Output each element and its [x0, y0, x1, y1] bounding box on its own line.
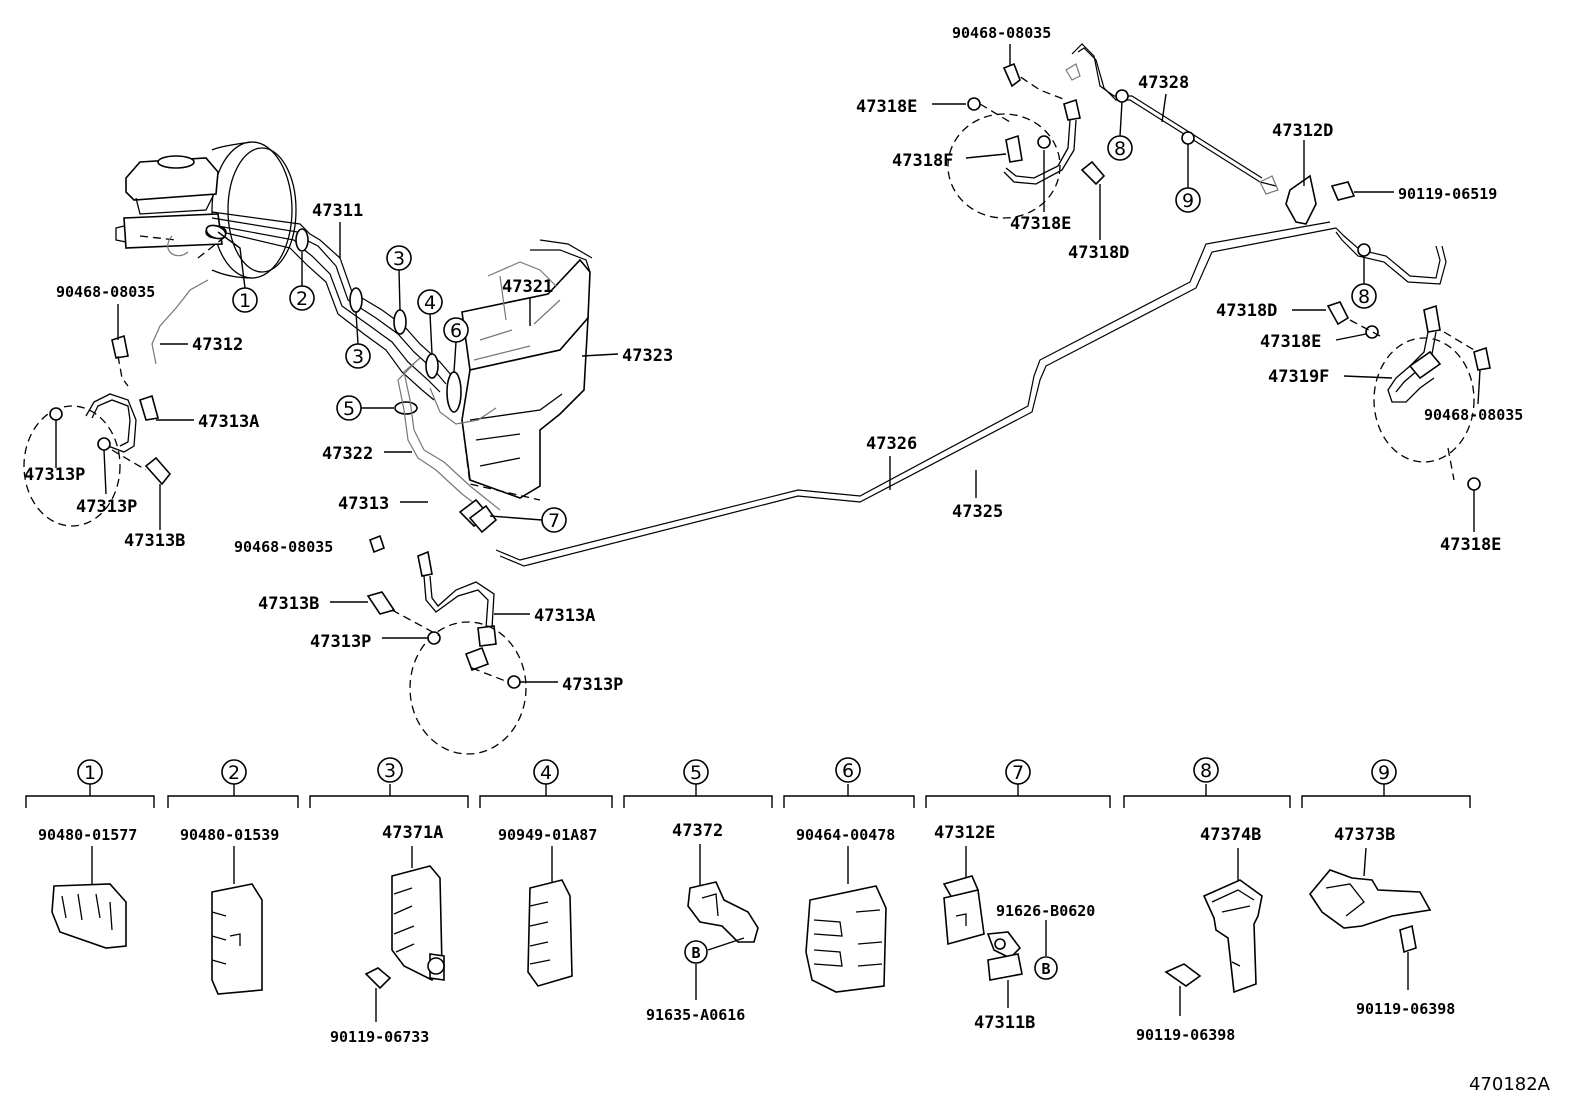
part-labels: 47311 90468-08035 47312 47313A 47313P 47… — [24, 24, 1523, 695]
junction-block-7 — [458, 498, 498, 534]
label-47318F: 47318F — [892, 151, 953, 171]
label-47318D-b: 47318D — [1216, 301, 1277, 321]
legend-7-part-a: 47312E — [934, 823, 995, 843]
callout-3b: 3 — [352, 346, 364, 368]
callout-3a: 3 — [393, 248, 405, 270]
label-47313A-mid: 47313A — [534, 606, 595, 626]
legend-9-part-a: 47373B — [1334, 825, 1395, 845]
label-47325: 47325 — [952, 502, 1003, 522]
front-right-flex-hose — [366, 534, 527, 755]
junction-bracket-47312D — [1285, 140, 1356, 225]
legend-4-part: 90949-01A87 — [498, 826, 597, 844]
callout-8b: 8 — [1358, 286, 1370, 308]
rear-brake-pipes — [495, 221, 1447, 567]
label-47319F: 47319F — [1268, 367, 1329, 387]
rear-right-lower-flex-hose — [1326, 301, 1491, 491]
legend-3-part-a: 47371A — [382, 823, 443, 843]
legend-9-part-b: 90119-06398 — [1356, 1000, 1455, 1018]
label-47313B-left: 47313B — [124, 531, 185, 551]
legend-5-part-b: B — [691, 944, 700, 962]
label-90119-06519: 90119-06519 — [1398, 185, 1497, 203]
callout-1: 1 — [239, 290, 251, 312]
callout-9: 9 — [1182, 190, 1194, 212]
label-47328: 47328 — [1138, 73, 1189, 93]
legend-7-part-d: 47311B — [974, 1013, 1035, 1033]
diagram-id: 470182A — [1469, 1074, 1551, 1095]
legend-2-part: 90480-01539 — [180, 826, 279, 844]
legend-5-part-a: 47372 — [672, 821, 723, 841]
legend-3-part-b: 90119-06733 — [330, 1028, 429, 1046]
legend-num-4: 4 — [540, 762, 552, 784]
callout-stems — [217, 101, 1365, 521]
callout-8a: 8 — [1114, 138, 1126, 160]
brake-master-cylinder-assembly — [115, 141, 297, 279]
rear-right-upper-flex-hose — [947, 62, 1106, 219]
callout-5: 5 — [343, 398, 355, 420]
legend-num-2: 2 — [228, 762, 240, 784]
diagram-callouts: 1 2 3 3 4 5 6 7 8 8 9 — [232, 135, 1377, 533]
abs-actuator — [397, 239, 593, 519]
legend-num-8: 8 — [1200, 760, 1212, 782]
label-47313B-mid: 47313B — [258, 594, 319, 614]
callout-7: 7 — [548, 510, 560, 532]
legend-num-3: 3 — [384, 760, 396, 782]
label-47312D: 47312D — [1272, 121, 1333, 141]
label-90468-right: 90468-08035 — [1424, 406, 1523, 424]
legend-num-7: 7 — [1012, 762, 1024, 784]
callout-4: 4 — [424, 292, 436, 314]
label-90468-upper-left: 90468-08035 — [56, 283, 155, 301]
legend-num-5: 5 — [690, 762, 702, 784]
legend-8-part-b: 90119-06398 — [1136, 1026, 1235, 1044]
legend-1-part: 90480-01577 — [38, 826, 137, 844]
legend-num-6: 6 — [842, 760, 854, 782]
label-47318D-a: 47318D — [1068, 243, 1129, 263]
label-47313A-left: 47313A — [198, 412, 259, 432]
label-47321: 47321 — [502, 277, 553, 297]
label-90468-top-right: 90468-08035 — [952, 24, 1051, 42]
label-47313P-mid-1: 47313P — [310, 632, 371, 652]
label-47326: 47326 — [866, 434, 917, 454]
legend-8-part-a: 47374B — [1200, 825, 1261, 845]
legend-6-part: 90464-00478 — [796, 826, 895, 844]
legend-7-part-b: 91626-B0620 — [996, 902, 1095, 920]
legend-7-part-c: B — [1041, 960, 1050, 978]
label-90468-mid: 90468-08035 — [234, 538, 333, 556]
label-47313P-left-2: 47313P — [76, 497, 137, 517]
label-47318E-a: 47318E — [856, 97, 917, 117]
legend: 1 2 3 4 5 6 7 8 9 90480-01577 90480-0153… — [25, 757, 1471, 1046]
label-47318E-b: 47318E — [1010, 214, 1071, 234]
legend-num-1: 1 — [84, 762, 96, 784]
label-47312: 47312 — [192, 335, 243, 355]
label-47313: 47313 — [338, 494, 389, 514]
legend-5-part-c: 91635-A0616 — [646, 1006, 745, 1024]
label-47311: 47311 — [312, 201, 363, 221]
label-47322: 47322 — [322, 444, 373, 464]
legend-num-9: 9 — [1378, 762, 1390, 784]
label-47323: 47323 — [622, 346, 673, 366]
label-47313P-left-1: 47313P — [24, 465, 85, 485]
label-47318E-c: 47318E — [1260, 332, 1321, 352]
callout-2: 2 — [296, 288, 308, 310]
label-47313P-mid-2: 47313P — [562, 675, 623, 695]
front-left-flex-hose — [23, 279, 209, 527]
rear-pipe-47328 — [1065, 43, 1279, 195]
label-47318E-d: 47318E — [1440, 535, 1501, 555]
callout-6: 6 — [450, 320, 462, 342]
